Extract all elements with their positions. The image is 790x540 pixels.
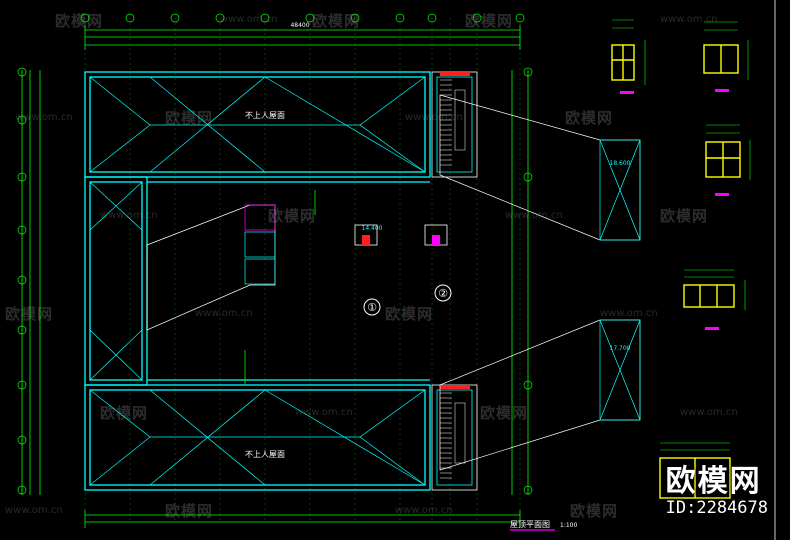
watermark-logo-8: 欧模网 — [5, 305, 54, 323]
axis-bubble-top — [80, 13, 90, 23]
bottom-dimension-lines — [84, 510, 521, 528]
axis-bubble-left — [17, 380, 27, 390]
elevation-tag-a: 18.600 — [610, 160, 631, 167]
axis-bubble-top — [350, 13, 360, 23]
plan-title: 屋顶平面图 — [510, 520, 550, 529]
watermark-url-1: www.om.cn — [220, 14, 278, 25]
bubble-1-label: ① — [367, 301, 377, 314]
axis-bubble-top — [427, 13, 437, 23]
watermark-logo-2: 欧模网 — [312, 12, 361, 30]
window-dimension-lines — [612, 19, 751, 451]
watermark-logo-11: 欧模网 — [480, 404, 529, 422]
watermark-url-10: www.om.cn — [680, 407, 738, 418]
watermark-logo-7: 欧模网 — [660, 207, 709, 225]
watermark-url-12: www.om.cn — [395, 505, 453, 516]
axis-bubble-top — [395, 13, 405, 23]
watermark-logo-13: 欧模网 — [570, 502, 619, 520]
axis-bubbles — [17, 13, 533, 495]
watermark-logo-10: 欧模网 — [100, 404, 149, 422]
brand-name: 欧模网 — [665, 464, 762, 499]
watermark-logo-9: 欧模网 — [385, 305, 434, 323]
watermark-url-8: www.om.cn — [600, 308, 658, 319]
axis-bubble-left — [17, 485, 27, 495]
left-dimension-lines — [21, 70, 41, 495]
axis-bubble-top — [305, 13, 315, 23]
canopy-lower — [439, 319, 641, 471]
room-label-top: 不上人屋面 — [245, 111, 285, 120]
axis-bubble-right — [523, 485, 533, 495]
watermark-logo-6: 欧模网 — [268, 207, 317, 225]
mid-details — [244, 190, 448, 385]
watermark-url-9: www.om.cn — [295, 407, 353, 418]
axis-bubble-left — [17, 275, 27, 285]
axis-bubble-top — [260, 13, 270, 23]
window-detail-5 — [659, 457, 731, 499]
axis-bubble-left — [17, 225, 27, 235]
watermark-url-4: www.om.cn — [405, 112, 463, 123]
brand-stamp: 欧模网 ID:2284678 — [665, 464, 768, 519]
elevation-tag-b: 17.700 — [610, 345, 631, 352]
detail-bubble-1: ① — [363, 298, 381, 316]
axis-bubble-top — [472, 13, 482, 23]
watermark-logo-1: 欧模网 — [55, 12, 104, 30]
window-detail-2 — [703, 44, 739, 74]
axis-bubble-top — [125, 13, 135, 23]
stair-treads-top — [440, 79, 466, 166]
detail-bubble-2: ② — [434, 284, 452, 302]
stair-well — [454, 402, 466, 464]
stair-tower-bottom — [431, 384, 478, 491]
plan-scale: 1:100 — [560, 522, 577, 529]
window-detail-3 — [705, 141, 741, 178]
elevation-tag-c: 14.400 — [362, 225, 383, 232]
watermark-logo-12: 欧模网 — [165, 502, 214, 520]
axis-bubble-right — [523, 380, 533, 390]
top-dimension-lines — [84, 25, 521, 50]
watermark-url-11: www.om.cn — [5, 505, 63, 516]
axis-bubble-top — [215, 13, 225, 23]
stair-treads-bottom — [440, 392, 466, 479]
room-label-bottom: 不上人屋面 — [245, 450, 285, 459]
axis-bubble-left — [17, 172, 27, 182]
canopy-upper — [439, 94, 641, 241]
watermark-url-6: www.om.cn — [505, 210, 563, 221]
roof-hip-lines — [89, 76, 426, 486]
stair-tower-top — [431, 71, 478, 178]
window-detail-4 — [683, 284, 735, 308]
axis-bubble-top — [170, 13, 180, 23]
axis-bubble-top — [515, 13, 525, 23]
axis-bubble-right — [523, 67, 533, 77]
watermark-logo-4: 欧模网 — [165, 109, 214, 127]
axis-bubble-left — [17, 67, 27, 77]
axis-bubble-right — [523, 172, 533, 182]
canopy-left — [146, 204, 276, 331]
watermark-url-5: www.om.cn — [100, 210, 158, 221]
building-outline — [84, 71, 431, 491]
axis-bubble-left — [17, 435, 27, 445]
brand-id: ID:2284678 — [665, 498, 768, 518]
watermark-logo-3: 欧模网 — [465, 12, 514, 30]
axis-bubble-left — [17, 325, 27, 335]
window-highlight-marks — [620, 89, 729, 330]
watermark-url-7: www.om.cn — [195, 308, 253, 319]
watermark-url-3: www.om.cn — [15, 112, 73, 123]
window-detail-1 — [611, 44, 635, 81]
watermark-url-2: www.om.cn — [660, 14, 718, 25]
bubble-2-label: ② — [438, 287, 448, 300]
dimension-total: 48400 — [290, 22, 309, 29]
watermark-logo-5: 欧模网 — [565, 109, 614, 127]
stair-well — [454, 89, 466, 151]
axis-bubble-left — [17, 115, 27, 125]
right-dimension-lines — [511, 70, 529, 495]
